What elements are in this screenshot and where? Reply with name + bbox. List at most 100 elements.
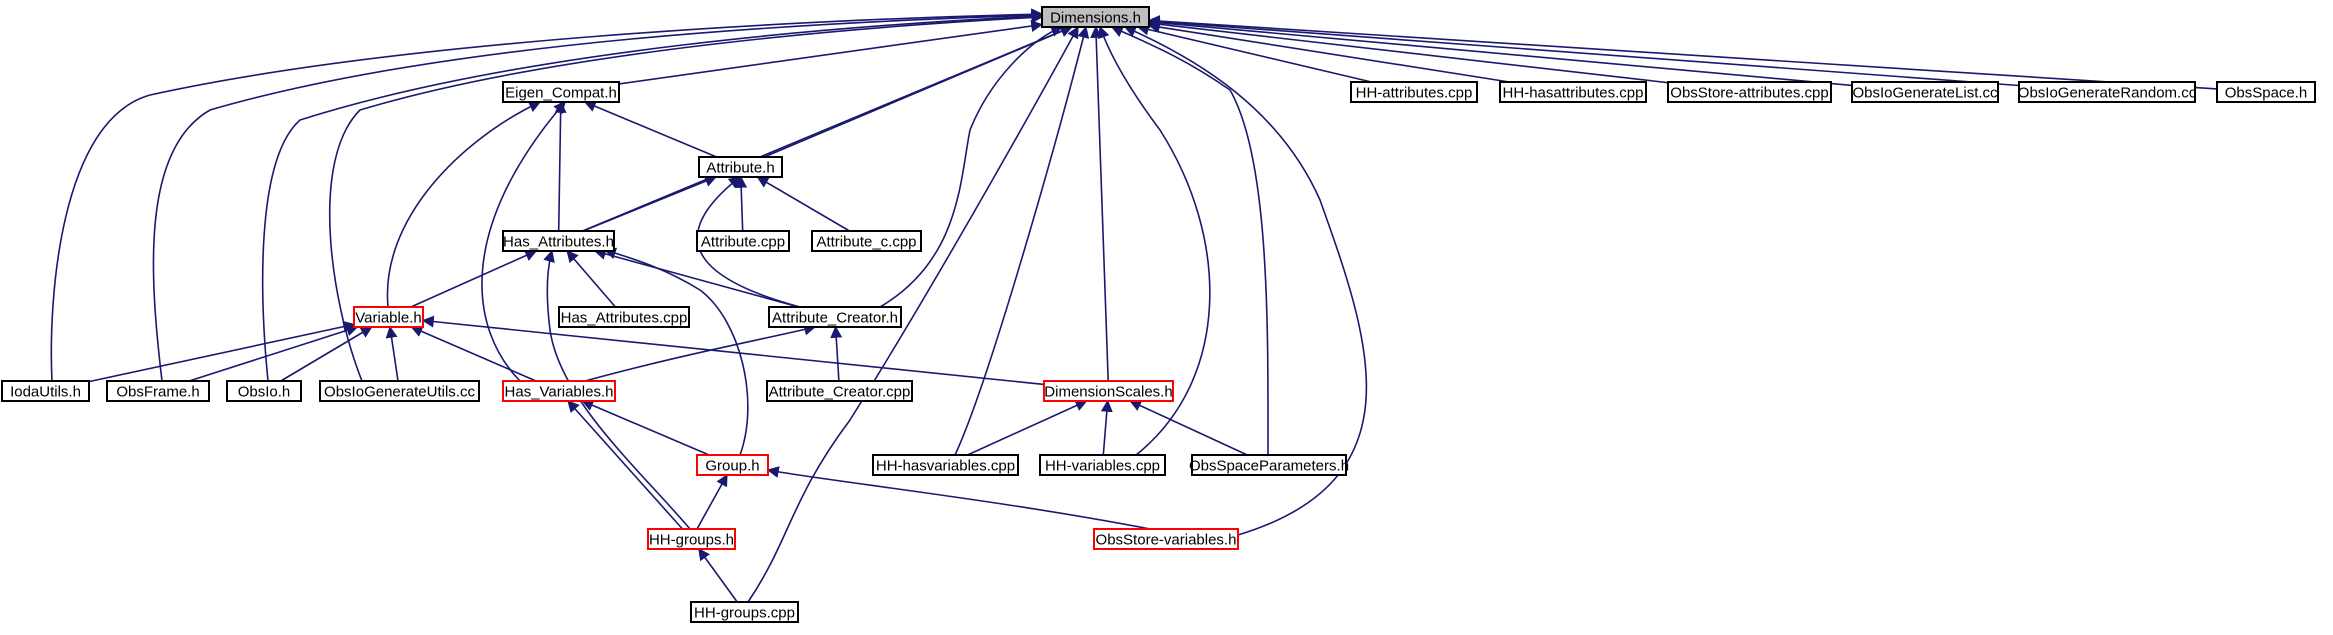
edge-attribute_cpp-to-attribute_h (735, 175, 748, 232)
node-box (696, 454, 769, 476)
edge-eigen_compat_h-to-dimensions_h (618, 20, 1044, 85)
edge-obsiogeneraterandom_cc-to-dimensions_h (1147, 15, 2020, 87)
node-label: Attribute_Creator.h (772, 310, 898, 327)
node-has-attributes-h[interactable]: Has_Attributes.h (502, 230, 615, 252)
edge-iodautils_h-to-variable_h (88, 320, 356, 383)
node-label: Attribute_c.cpp (816, 234, 916, 251)
edge-group_h-to-has_variables_h (581, 399, 710, 456)
edge-obsframe_h-to-variable_h (188, 324, 359, 382)
node-label: HH-groups.cpp (694, 605, 795, 622)
node-hh-groups-h[interactable]: HH-groups.h (647, 528, 736, 550)
node-hh-groups-cpp[interactable]: HH-groups.cpp (690, 601, 799, 623)
edge-hh_hasvariables_cpp-to-dimensionscales_h (967, 399, 1088, 456)
edge-obsframe_h-to-dimensions_h (152, 9, 1044, 382)
edge-obsio_h-to-variable_h (280, 326, 373, 382)
node-box (1191, 454, 1347, 476)
edge-attribute_creator_cpp-to-attribute_creator_h (830, 325, 843, 382)
node-label: IodaUtils.h (10, 384, 81, 401)
node-hh-hasattributes-cpp[interactable]: HH-hasattributes.cpp (1499, 81, 1647, 103)
node-attribute-creator-cpp[interactable]: Attribute_Creator.cpp (766, 380, 913, 402)
node-label: ObsIoGenerateUtils.cc (324, 384, 475, 401)
node-has-variables-h[interactable]: Has_Variables.h (502, 380, 616, 402)
node-box (698, 156, 783, 178)
edge-obsiogeneratelist_cc-to-dimensions_h (1147, 16, 1853, 87)
node-label: Group.h (705, 458, 759, 475)
node-obsstore-variables-h[interactable]: ObsStore-variables.h (1093, 528, 1239, 550)
node-box (1043, 380, 1174, 402)
edge-dimensionscales_h-to-variable_h (421, 315, 1045, 386)
node-hh-variables-cpp[interactable]: HH-variables.cpp (1039, 454, 1166, 476)
node-obsiogeneraterandom-cc[interactable]: ObsIoGenerateRandom.cc (2018, 81, 2197, 103)
node-label: ObsSpaceParameters.h (1189, 458, 1349, 475)
node-box (226, 380, 302, 402)
edge-hh_groups_cpp-to-dimensions_h (747, 25, 1079, 603)
node-box (690, 601, 799, 623)
node-box (1667, 81, 1832, 103)
node-box (1041, 6, 1150, 28)
node-box (502, 230, 615, 252)
node-attribute-creator-h[interactable]: Attribute_Creator.h (768, 306, 902, 328)
edge-has_attributes_h-to-attribute_h (582, 175, 718, 232)
edge-hh_groups_cpp-to-hh_groups_h (698, 548, 738, 603)
node-label: Attribute.h (706, 160, 774, 177)
node-label: HH-variables.cpp (1045, 458, 1160, 475)
node-box (106, 380, 210, 402)
edge-attribute_c_cpp-to-attribute_h (756, 176, 850, 232)
node-variable-h[interactable]: Variable.h (353, 306, 424, 328)
node-obsframe-h[interactable]: ObsFrame.h (106, 380, 210, 402)
node-box (696, 230, 790, 252)
node-hh-attributes-cpp[interactable]: HH-attributes.cpp (1350, 81, 1478, 103)
node-group-h[interactable]: Group.h (696, 454, 769, 476)
node-attribute-c-cpp[interactable]: Attribute_c.cpp (811, 230, 922, 252)
edge-hh_groups_h-to-has_attributes_h (543, 249, 691, 530)
edge-hh_variables_cpp-to-dimensions_h (1097, 25, 1211, 456)
node-box (2216, 81, 2316, 103)
node-label: Eigen_Compat.h (505, 85, 617, 102)
node-box (647, 528, 736, 550)
node-label: Has_Variables.h (505, 384, 614, 401)
node-label: HH-attributes.cpp (1356, 85, 1473, 102)
dependency-edges (50, 8, 2218, 603)
edge-attribute_h-to-eigen_compat_h (583, 100, 717, 158)
node-box (1851, 81, 1999, 103)
node-label: Variable.h (355, 310, 421, 327)
node-label: ObsStore-variables.h (1096, 532, 1237, 549)
file-nodes: Dimensions.hEigen_Compat.hAttribute.hAtt… (1, 6, 2316, 623)
node-attribute-cpp[interactable]: Attribute.cpp (696, 230, 790, 252)
node-label: Has_Attributes.h (503, 234, 614, 251)
node-box (872, 454, 1019, 476)
edge-variable_h-to-has_attributes_h (410, 249, 538, 308)
node-box (1093, 528, 1239, 550)
node-has-attributes-cpp[interactable]: Has_Attributes.cpp (558, 306, 690, 328)
node-label: DimensionScales.h (1044, 384, 1172, 401)
edge-variable_h-to-eigen_compat_h (386, 101, 542, 308)
node-label: ObsStore-attributes.cpp (1670, 85, 1828, 102)
edge-has_variables_h-to-variable_h (410, 325, 537, 382)
node-hh-hasvariables-cpp[interactable]: HH-hasvariables.cpp (872, 454, 1019, 476)
node-label: ObsIoGenerateList.cc (1852, 85, 1998, 102)
node-dimensions-h[interactable]: Dimensions.h (1041, 6, 1150, 28)
node-box (1350, 81, 1478, 103)
node-obsiogenerateutils-cc[interactable]: ObsIoGenerateUtils.cc (319, 380, 480, 402)
edge-hh_variables_cpp-to-dimensionscales_h (1100, 399, 1113, 456)
node-label: HH-hasvariables.cpp (876, 458, 1015, 475)
node-obsstore-attributes-cpp[interactable]: ObsStore-attributes.cpp (1667, 81, 1832, 103)
node-box (1039, 454, 1166, 476)
node-obsiogeneratelist-cc[interactable]: ObsIoGenerateList.cc (1851, 81, 1999, 103)
edge-obsiogenerateutils_cc-to-dimensions_h (328, 11, 1044, 382)
node-dimensionscales-h[interactable]: DimensionScales.h (1043, 380, 1174, 402)
node-label: ObsFrame.h (116, 384, 199, 401)
edge-attribute_creator_h-to-has_attributes_h (593, 248, 799, 308)
node-label: Has_Attributes.cpp (561, 310, 688, 327)
node-eigen-compat-h[interactable]: Eigen_Compat.h (502, 81, 620, 103)
edge-dimensionscales_h-to-dimensions_h (1090, 25, 1109, 382)
edge-has_variables_h-to-attribute_creator_h (584, 323, 817, 382)
node-obsspace-h[interactable]: ObsSpace.h (2216, 81, 2316, 103)
edge-hh_groups_h-to-group_h (696, 473, 728, 530)
node-box (353, 306, 424, 328)
node-label: Attribute_Creator.cpp (769, 384, 911, 401)
node-obsspaceparameters-h[interactable]: ObsSpaceParameters.h (1189, 454, 1349, 476)
node-obsio-h[interactable]: ObsIo.h (226, 380, 302, 402)
node-attribute-h[interactable]: Attribute.h (698, 156, 783, 178)
node-iodautils-h[interactable]: IodaUtils.h (1, 380, 90, 402)
